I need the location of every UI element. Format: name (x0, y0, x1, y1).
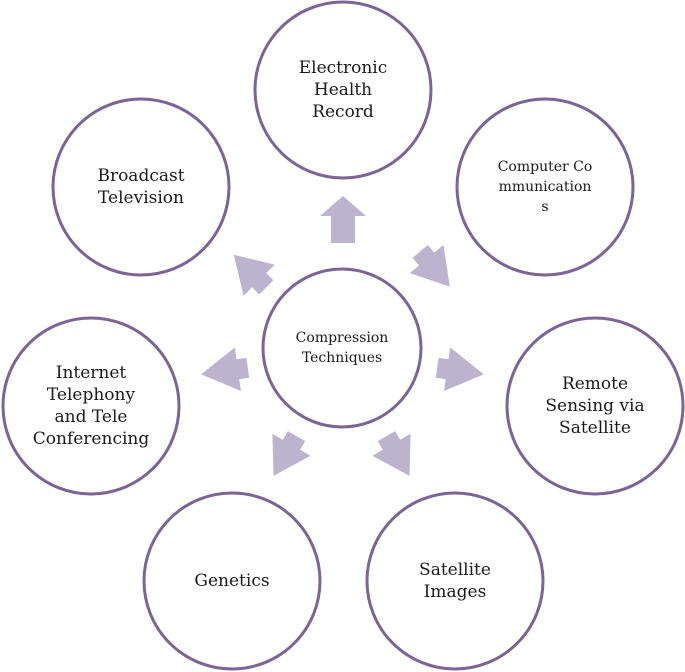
node-label-satellite-images: Satellite Images (419, 560, 491, 602)
arrows (201, 196, 484, 476)
circle-internet-telephony (1, 316, 181, 496)
circle-broadcast-television (51, 97, 231, 277)
arrow-to-remote-sensing (435, 347, 484, 391)
node-label-computer-communications: Computer Communications (497, 159, 593, 215)
arrow-to-electronic-health-record (320, 196, 366, 243)
node-label-genetics: Genetics (194, 571, 270, 591)
arrow-to-computer-communications (409, 244, 450, 287)
center-label: Compression Techniques (295, 330, 389, 366)
arrow-to-internet-telephony (201, 347, 250, 391)
node-label-broadcast-television: Broadcast Television (97, 166, 185, 208)
arrow-to-broadcast-television (233, 254, 275, 296)
center-circle (261, 267, 423, 429)
arrow-to-genetics (272, 431, 311, 476)
arrow-to-satellite-images (372, 431, 411, 476)
circle-genetics (142, 491, 322, 671)
circle-satellite-images (365, 491, 545, 671)
circle-electronic-health-record (253, 0, 433, 180)
node-label-electronic-health-record: Electronic Health Record (298, 58, 388, 122)
node-label-internet-telephony: Internet Telephony and Tele Conferencing (32, 363, 150, 449)
circle-computer-communications (455, 97, 635, 277)
node-label-remote-sensing: Remote Sensing via Satellite (545, 374, 645, 438)
circle-remote-sensing (505, 316, 685, 496)
